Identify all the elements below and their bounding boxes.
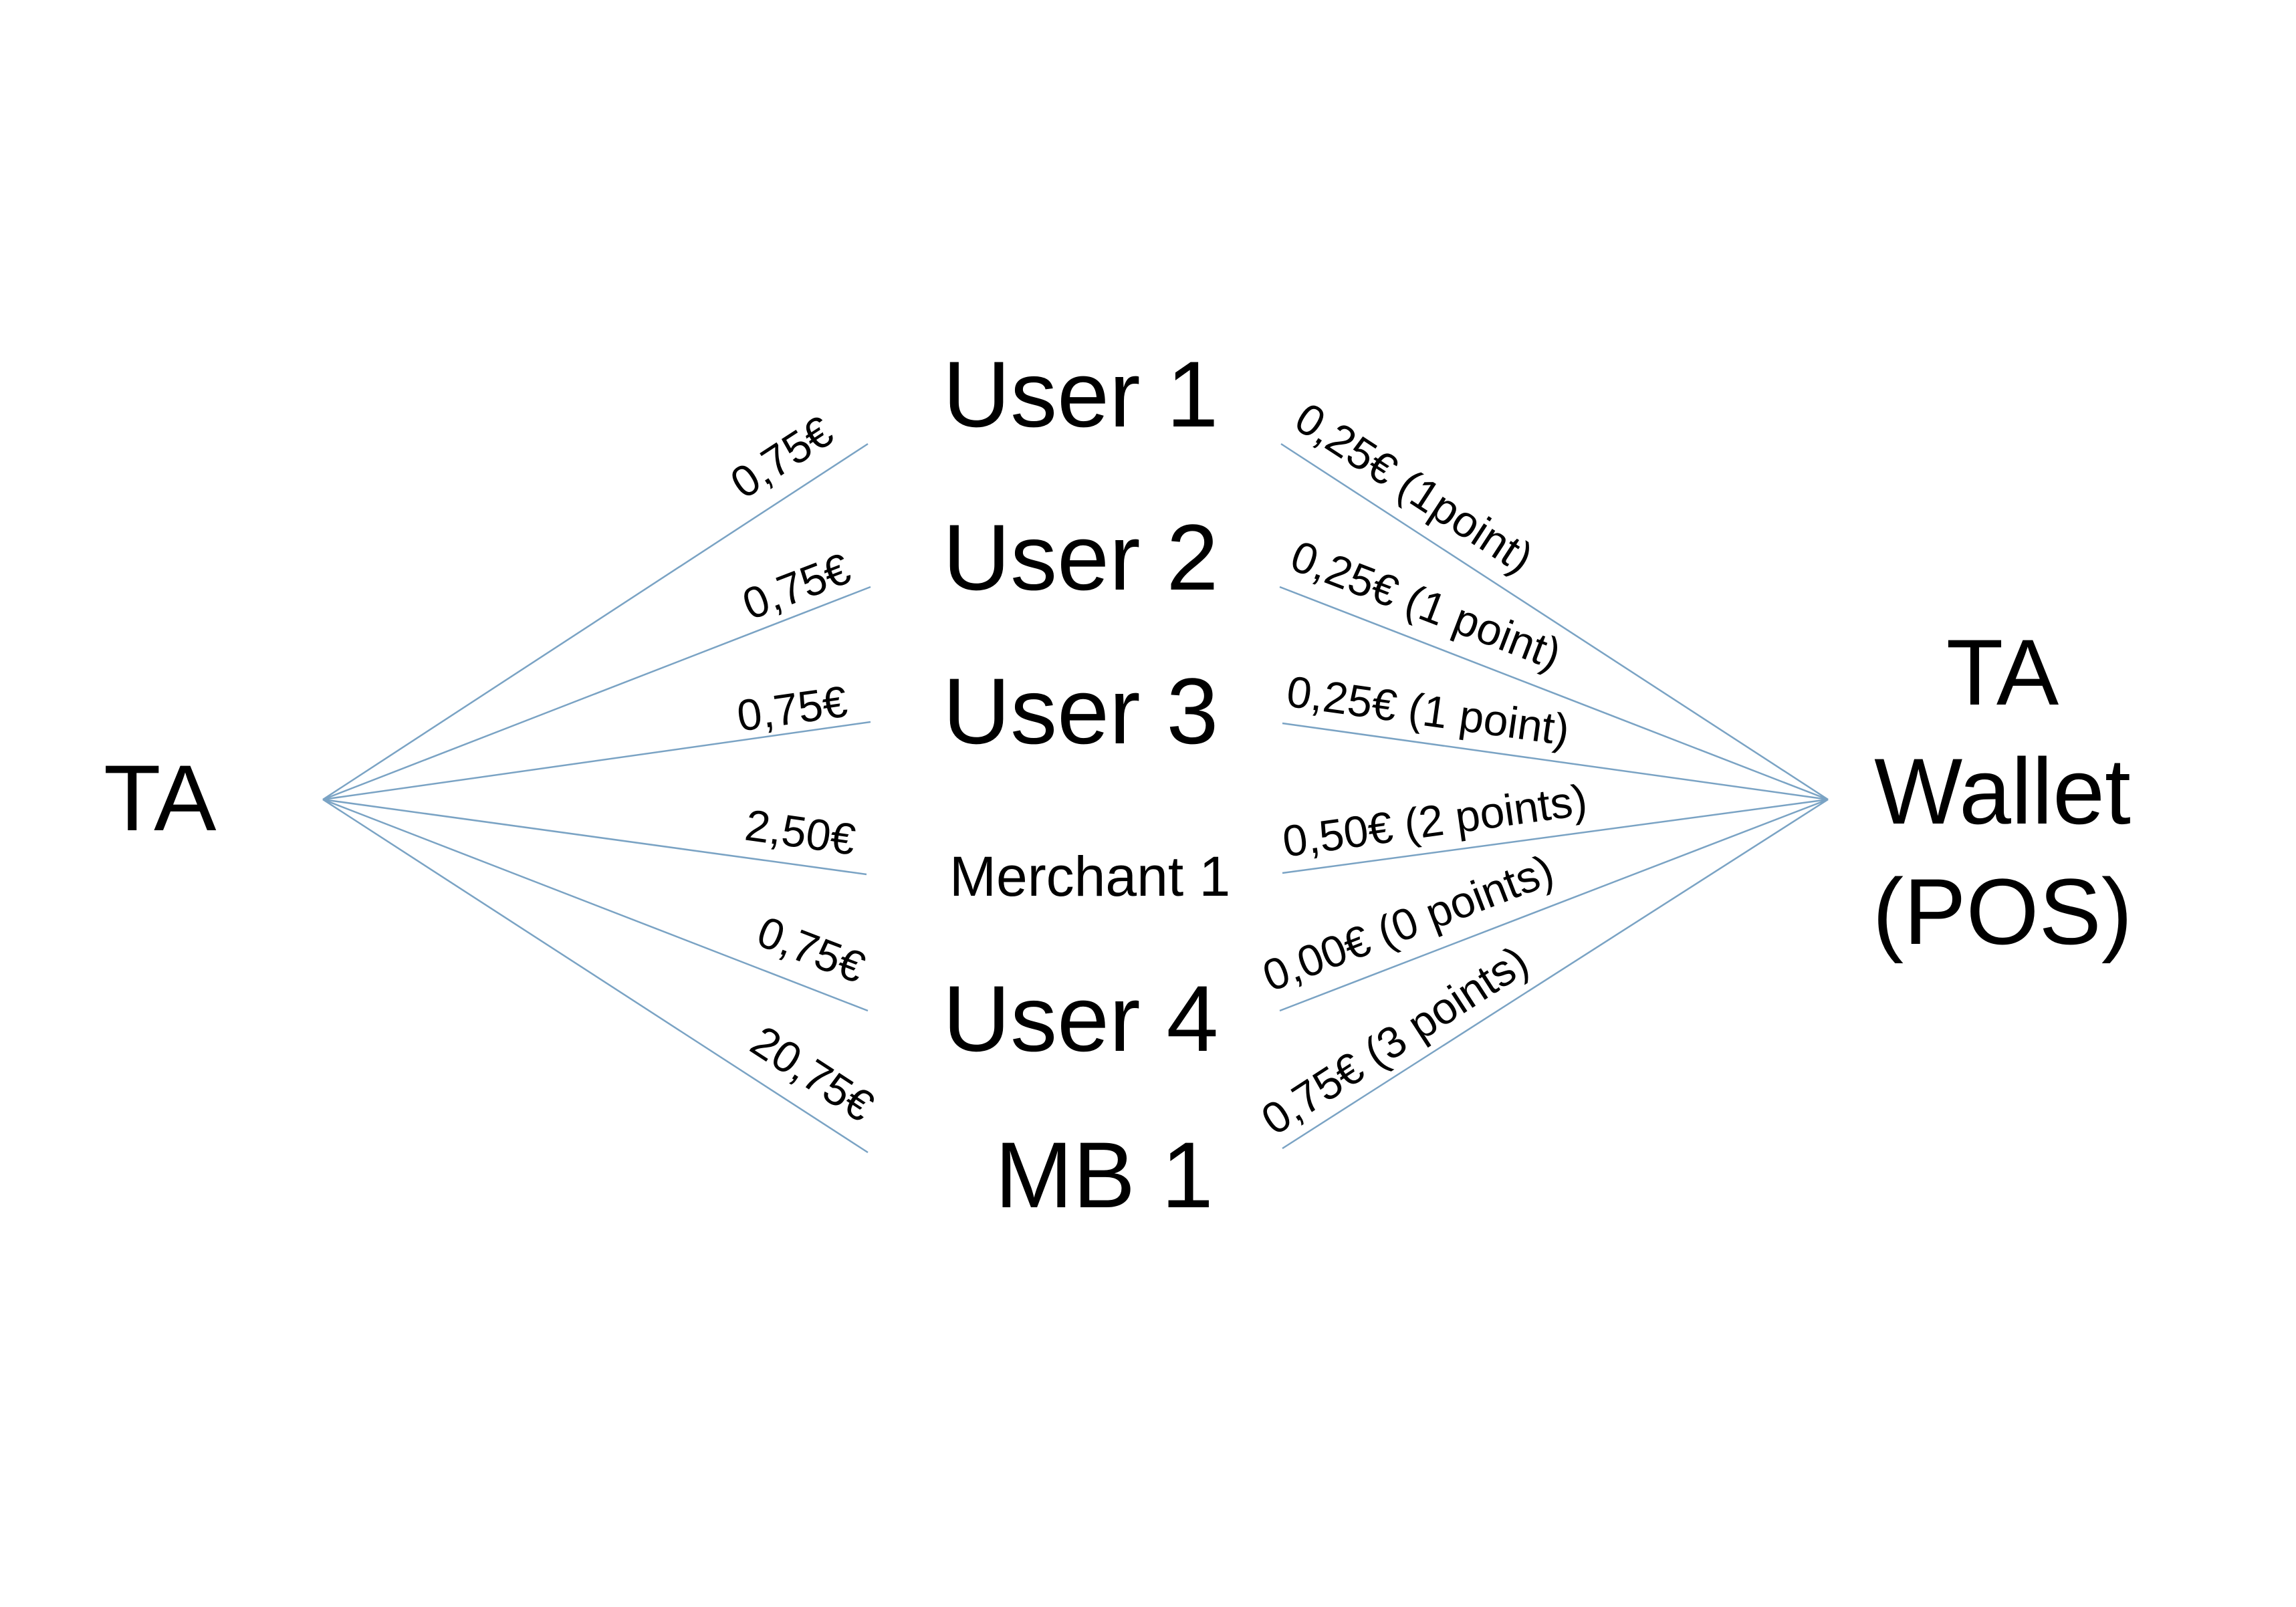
edge-in-merchant-1	[322, 798, 867, 876]
target-edges	[1279, 443, 1829, 1150]
edge-in-user-2	[322, 586, 871, 801]
edge-in-user-4	[322, 798, 869, 1012]
in-amount-user-3: 0,75€	[734, 676, 850, 741]
participant-label-mb-1: MB 1	[995, 1122, 1214, 1227]
source-node-label: TA	[104, 745, 217, 850]
edge-out-user-3	[1282, 722, 1829, 801]
edge-out-mb-1	[1282, 798, 1829, 1150]
in-amount-merchant-1: 2,50€	[742, 800, 858, 864]
in-amount-user-4: 0,75€	[751, 906, 872, 992]
edge-in-user-1	[322, 443, 869, 801]
participant-label-user-1: User 1	[943, 342, 1218, 447]
participant-label-user-3: User 3	[943, 658, 1218, 763]
edge-in-user-3	[322, 721, 871, 801]
target-node-label-line-1: TA	[1946, 620, 2059, 725]
participant-label-user-4: User 4	[943, 966, 1218, 1071]
edge-out-user-1	[1280, 443, 1829, 801]
in-amount-mb-1: 20,75€	[742, 1016, 883, 1131]
in-amount-user-1: 0,75€	[721, 406, 841, 508]
target-node-label-line-3: (POS)	[1873, 859, 2133, 964]
edge-out-user-2	[1279, 586, 1829, 801]
participant-label-user-2: User 2	[943, 505, 1218, 610]
participant-label-merchant-1: Merchant 1	[949, 845, 1230, 908]
edge-out-user-4	[1279, 798, 1829, 1012]
edge-out-merchant-1	[1282, 798, 1829, 874]
out-amount-user-3: 0,25€ (1 point)	[1284, 666, 1573, 755]
target-node-label-line-2: Wallet	[1874, 739, 2131, 844]
source-edges	[322, 443, 871, 1154]
edge-in-mb-1	[322, 798, 869, 1154]
